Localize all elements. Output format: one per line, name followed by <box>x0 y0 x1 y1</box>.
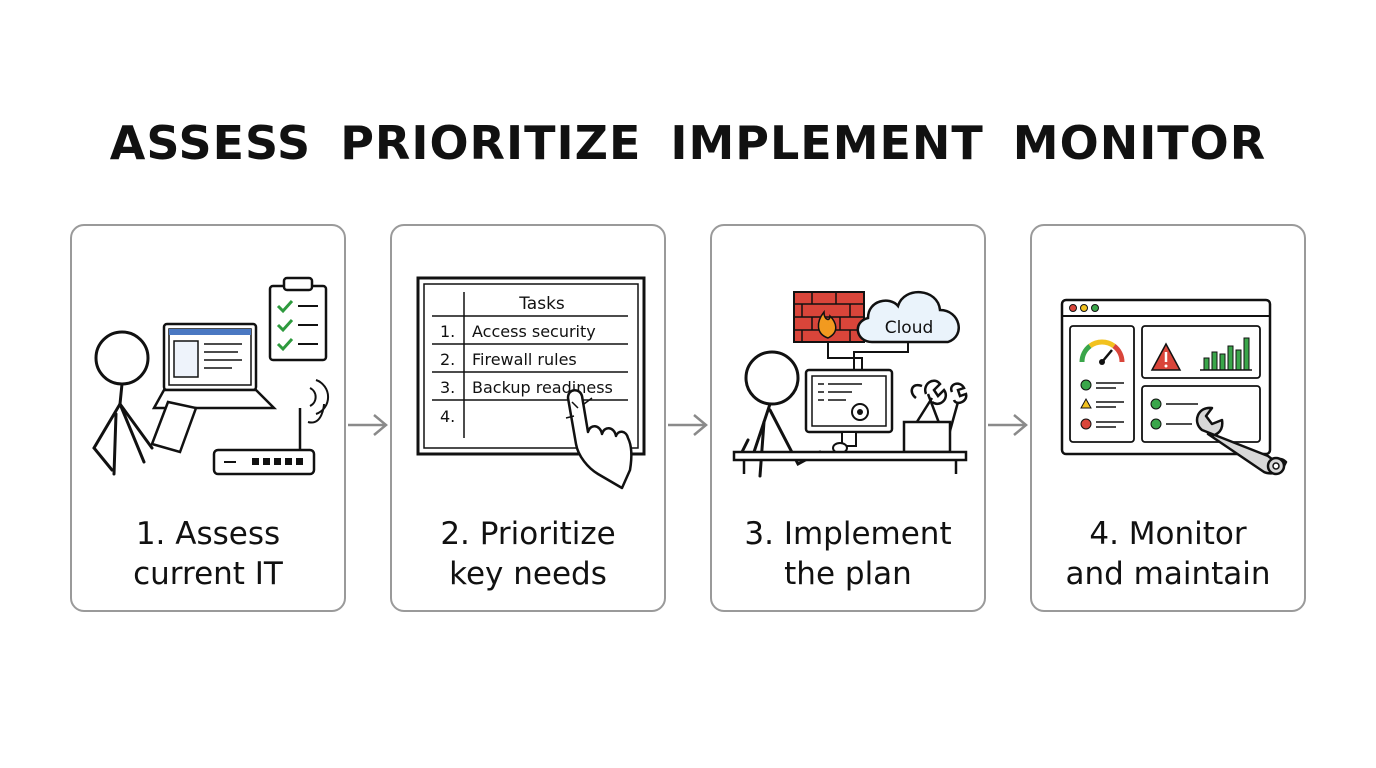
tasks-header: Tasks <box>518 294 565 314</box>
step-label-line1: 2. Prioritize <box>440 516 616 552</box>
desk <box>732 450 968 474</box>
task-board: Tasks 1. Access security 2. Firewall rul… <box>416 276 646 456</box>
cloud-label: Cloud <box>885 318 934 338</box>
cloud-icon: Cloud <box>856 290 960 344</box>
monitor-illustration <box>1060 298 1288 476</box>
step-label-line1: 3. Implement <box>744 516 952 552</box>
firewall-icon <box>793 291 865 343</box>
step-label-line1: 4. Monitor <box>1089 516 1247 552</box>
step-label-line2: current IT <box>133 556 283 592</box>
implement-illustration: Cloud <box>732 290 968 478</box>
task-num: 3. <box>440 378 455 397</box>
warning-icon <box>1080 397 1092 409</box>
page-title: ASSESS PRIORITIZE IMPLEMENT MONITOR <box>109 116 1267 170</box>
step-label-line2: and maintain <box>1065 556 1271 592</box>
step-card-prioritize: Tasks 1. Access security 2. Firewall rul… <box>390 224 666 612</box>
step-label-line2: key needs <box>449 556 607 592</box>
step-card-assess: 1. Assess current IT <box>70 224 346 612</box>
task-text: Firewall rules <box>472 350 577 369</box>
step-label-prioritize: 2. Prioritize key needs <box>392 514 664 594</box>
step-label-assess: 1. Assess current IT <box>72 514 344 594</box>
wrench-icon <box>1195 406 1288 476</box>
task-text: Backup readiness <box>472 378 613 397</box>
task-num: 2. <box>440 350 455 369</box>
step-label-line1: 1. Assess <box>135 516 281 552</box>
tools-icon <box>902 379 968 454</box>
monitor-icon <box>804 368 894 447</box>
arrow-right-icon <box>348 414 388 436</box>
prioritize-illustration: Tasks 1. Access security 2. Firewall rul… <box>416 276 646 490</box>
task-num: 4. <box>440 407 455 426</box>
person-icon <box>92 330 154 476</box>
tablet-icon <box>150 400 198 454</box>
router-icon <box>212 379 330 476</box>
step-label-implement: 3. Implement the plan <box>712 514 984 594</box>
step-card-implement: Cloud <box>710 224 986 612</box>
gauge-icon <box>1079 339 1125 365</box>
assess-illustration <box>92 276 330 476</box>
clipboard-checklist-icon <box>268 276 328 362</box>
step-label-line2: the plan <box>784 556 912 592</box>
pointing-hand-icon <box>565 389 633 490</box>
task-text: Access security <box>472 322 596 341</box>
arrow-right-icon <box>988 414 1028 436</box>
dashboard-window <box>1060 298 1272 456</box>
arrow-right-icon <box>668 414 708 436</box>
laptop-icon <box>151 322 278 410</box>
step-card-monitor: 4. Monitor and maintain <box>1030 224 1306 612</box>
task-num: 1. <box>440 322 455 341</box>
step-label-monitor: 4. Monitor and maintain <box>1032 514 1304 594</box>
